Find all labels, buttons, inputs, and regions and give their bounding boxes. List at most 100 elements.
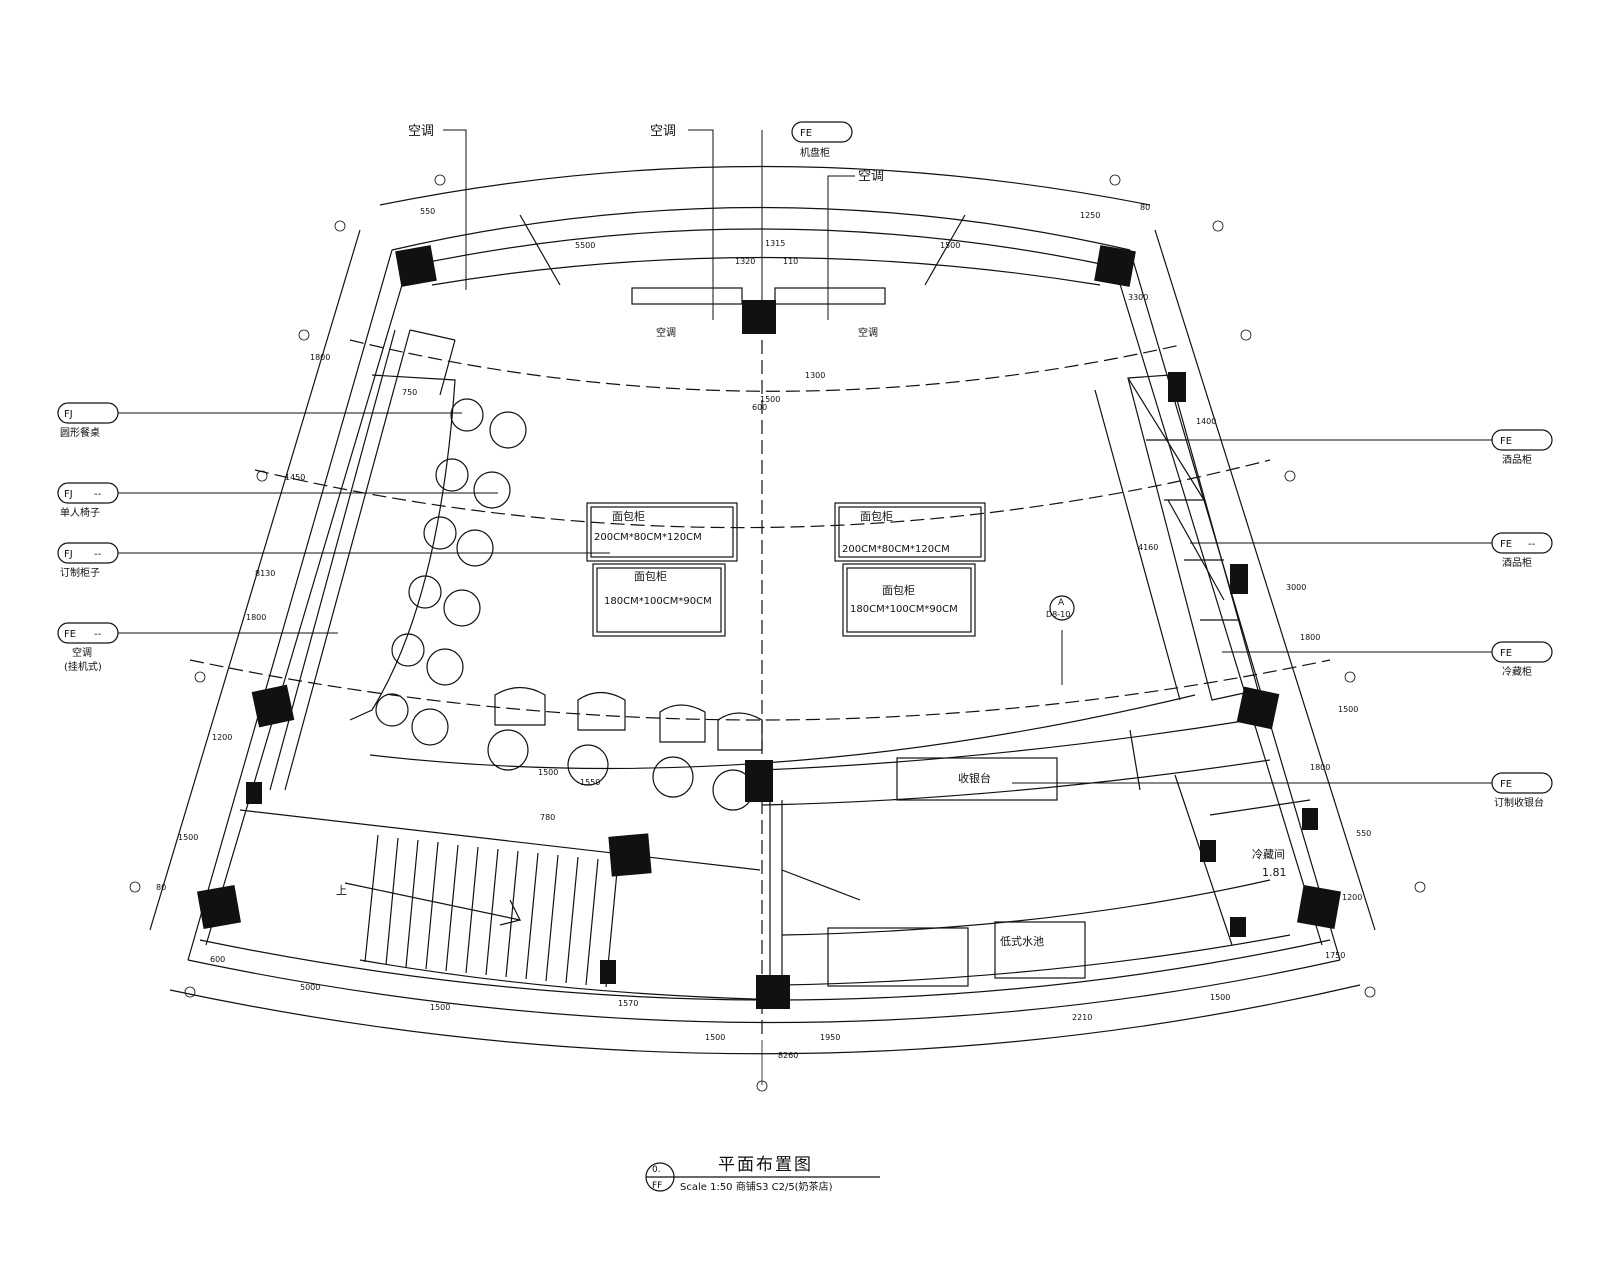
left-tag-4-label: 空调 <box>72 646 92 659</box>
left-tag-4-sub: (挂机式) <box>64 660 102 673</box>
right-tag-2-label: 酒品柜 <box>1502 556 1532 569</box>
dim-text: 1750 <box>1325 951 1345 960</box>
label-top-left-ac: 空调 <box>408 124 434 139</box>
section-ref: D8-10 <box>1046 610 1070 619</box>
dim-text: 750 <box>402 388 417 397</box>
dim-text: 5500 <box>575 241 595 250</box>
dim-text: 1315 <box>765 239 785 248</box>
right-tag-2-suffix: -- <box>1528 539 1536 550</box>
dim-text: 1500 <box>178 833 198 842</box>
label-changing-room: 冷藏间 <box>1252 848 1285 861</box>
right-tag-2-code: FE <box>1500 539 1512 550</box>
title-circle-bottom: FF <box>652 1181 662 1191</box>
dim-text: 1950 <box>820 1033 840 1042</box>
display-2-size: 180CM*100CM*90CM <box>604 596 712 607</box>
display-3-name: 面包柜 <box>860 510 893 523</box>
left-tag-2-code: FJ <box>64 489 73 500</box>
left-tag-1-label: 圆形餐桌 <box>60 426 100 439</box>
dim-text: 2210 <box>1072 1013 1092 1022</box>
dim-text: 3300 <box>1128 293 1148 302</box>
display-4-size: 180CM*100CM*90CM <box>850 604 958 615</box>
dim-text: 8260 <box>778 1051 798 1060</box>
dim-text: 1800 <box>246 613 266 622</box>
right-cabinets <box>1094 374 1259 701</box>
right-tag-3-code: FE <box>1500 648 1512 659</box>
dim-text: 80 <box>1140 203 1150 212</box>
label-top-right-ac: 空调 <box>858 169 884 184</box>
left-callout-tags <box>57 121 1553 1192</box>
dim-text: 780 <box>540 813 555 822</box>
label-cashier: 收银台 <box>958 771 991 785</box>
left-tag-3-suffix: -- <box>94 549 102 560</box>
dim-text: 1500 <box>705 1033 725 1042</box>
display-1-size: 200CM*80CM*120CM <box>594 532 702 543</box>
tables-and-stools <box>375 398 763 811</box>
dim-text: 3000 <box>1286 583 1306 592</box>
left-tag-2-label: 单人椅子 <box>60 506 100 519</box>
label-window-left: 空调 <box>656 326 676 339</box>
label-window-right: 空调 <box>858 326 878 339</box>
right-tag-4-code: FE <box>1500 779 1512 790</box>
label-top-center-ac: 空调 <box>650 124 676 139</box>
dim-text: 600 <box>210 955 225 964</box>
tag-top-label: 机盘柜 <box>800 146 830 159</box>
title-circle-top: 0. <box>652 1165 661 1175</box>
dim-text: 110 <box>783 257 798 266</box>
label-sink: 低式水池 <box>1000 935 1044 948</box>
right-tag-4-label: 订制收银台 <box>1494 796 1544 809</box>
display-2-name: 面包柜 <box>634 570 667 583</box>
left-tag-3-label: 订制柜子 <box>60 566 100 579</box>
guide-lines <box>189 320 1331 1040</box>
drawing-subtitle: Scale 1:50 商铺S3 C2/5(奶茶店) <box>680 1180 833 1193</box>
dim-text: 80 <box>156 883 166 892</box>
dim-text: 1550 <box>580 778 600 787</box>
display-3-size: 200CM*80CM*120CM <box>842 544 950 555</box>
section-mark: A <box>1058 598 1065 608</box>
dim-text: 5000 <box>300 983 320 992</box>
dim-text: 550 <box>420 207 435 216</box>
dim-text: 550 <box>1356 829 1371 838</box>
left-tag-1-code: FJ <box>64 409 73 420</box>
left-cabinet <box>269 329 1196 791</box>
dim-text: 1800 <box>1300 633 1320 642</box>
dim-text: 8130 <box>255 569 275 578</box>
dim-text: 1500 <box>430 1003 450 1012</box>
dim-text: 1200 <box>1342 893 1362 902</box>
right-tag-1-label: 酒品柜 <box>1502 453 1532 466</box>
left-tag-4-suffix: -- <box>94 629 102 640</box>
cashier-counter <box>761 719 1271 806</box>
dim-text: 1570 <box>618 999 638 1008</box>
staircase <box>239 809 791 1001</box>
dim-text: 1800 <box>1310 763 1330 772</box>
interior-walls <box>769 774 1311 987</box>
dim-text: 1320 <box>735 257 755 266</box>
left-tag-2-suffix: -- <box>94 489 102 500</box>
leader-lines <box>118 129 1492 784</box>
dim-text: 4160 <box>1138 543 1158 552</box>
text-layer: 空调 空调 空调 FE 机盘柜 空调 空调 FJ 圆形餐桌 FJ -- 单人椅子… <box>60 124 1544 1193</box>
display-1-name: 面包柜 <box>612 510 645 523</box>
dimension-ticks <box>129 174 1426 1092</box>
dim-text: 1500 <box>538 768 558 777</box>
tag-top-code: FE <box>800 128 812 139</box>
dim-text: 1500 <box>940 241 960 250</box>
top-windows <box>431 214 1101 305</box>
right-tag-1-code: FE <box>1500 436 1512 447</box>
display-cases <box>586 502 986 637</box>
dim-text: 1400 <box>1196 417 1216 426</box>
outer-wall <box>149 165 1376 1055</box>
structural-columns <box>196 245 1342 1009</box>
dim-text: 1200 <box>212 733 232 742</box>
drawing-title: 平面布置图 <box>718 1155 813 1175</box>
label-room-area: 1.81 <box>1262 866 1287 879</box>
label-stair-up: 上 <box>336 884 347 897</box>
dim-text: 1500 <box>760 395 780 404</box>
dim-text: 1300 <box>805 371 825 380</box>
left-tag-3-code: FJ <box>64 549 73 560</box>
left-tag-4-code: FE <box>64 629 76 640</box>
right-tag-3-label: 冷藏柜 <box>1502 665 1532 678</box>
dim-text: 1250 <box>1080 211 1100 220</box>
dim-text: 1500 <box>1338 705 1358 714</box>
dim-text: 1450 <box>285 473 305 482</box>
